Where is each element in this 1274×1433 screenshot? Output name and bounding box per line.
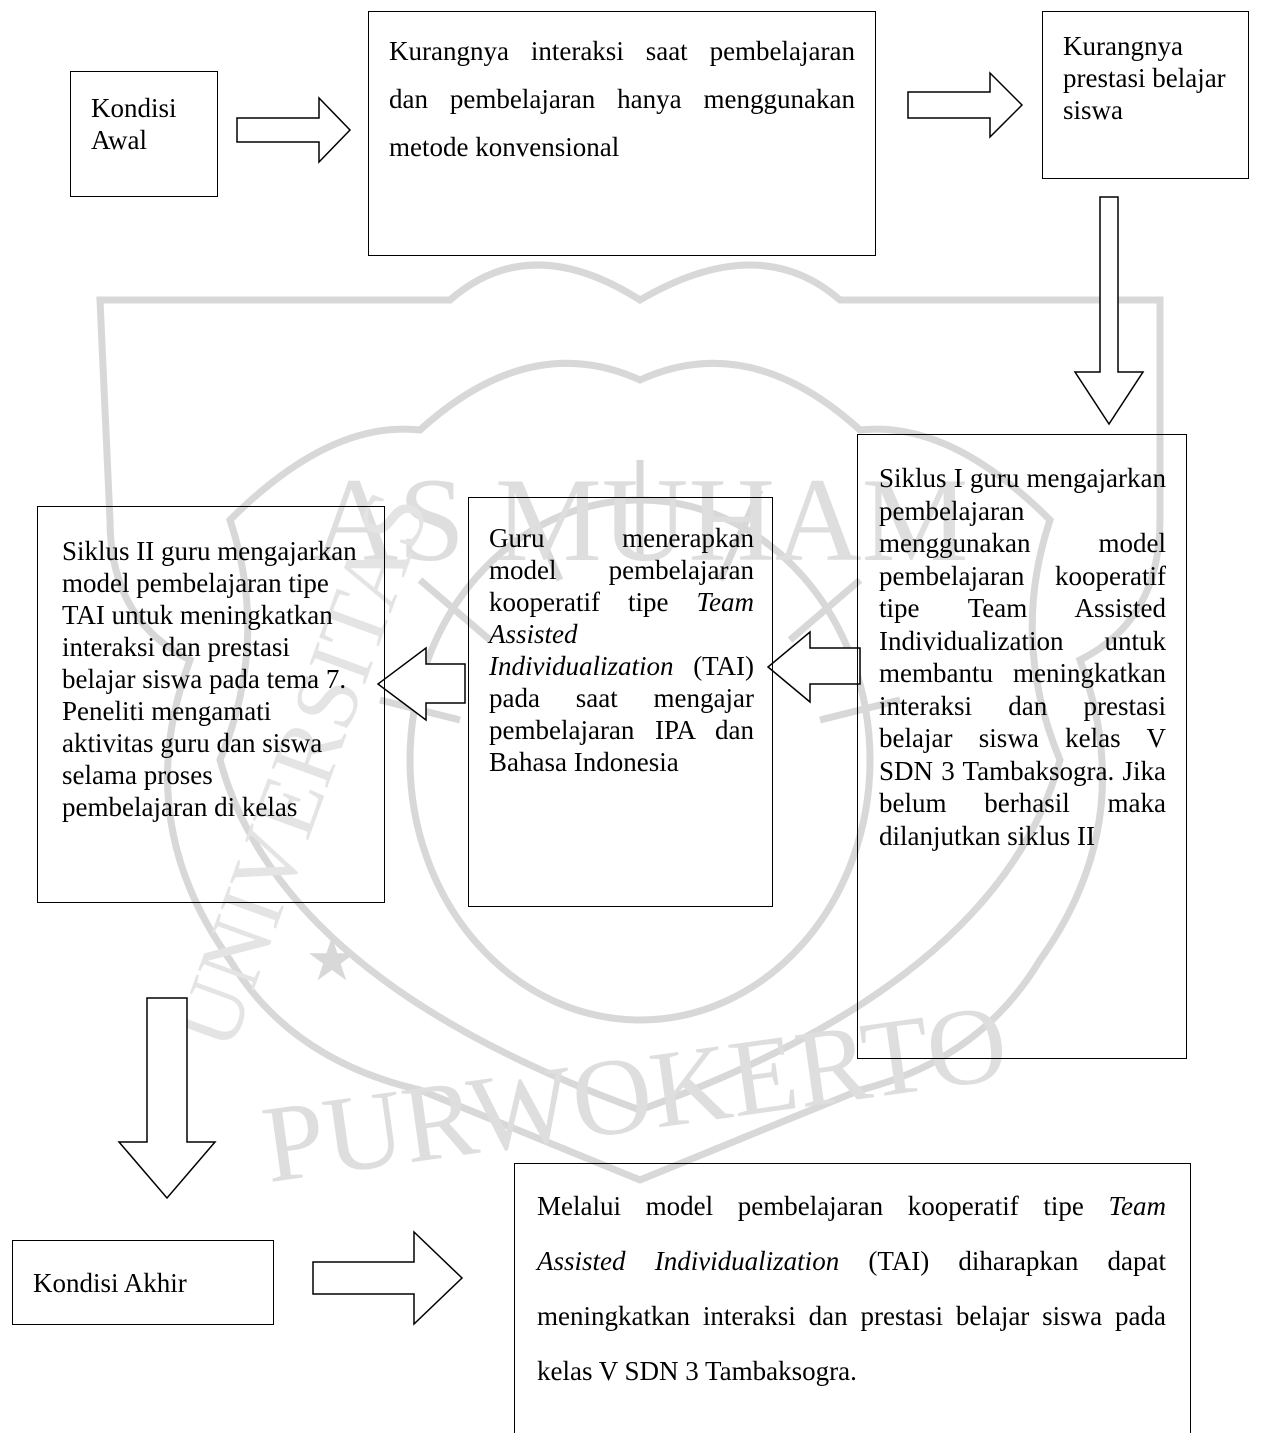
box-hasil: Melalui model pembelajaran kooperatif ti…: [514, 1163, 1191, 1433]
arrow-right-3-icon: [312, 1230, 464, 1326]
logo-inner-shield-icon: [216, 359, 1064, 1114]
watermark-star-icon: ★: [305, 925, 359, 995]
box-problem-achievement: Kurangnya prestasi belajar siswa: [1042, 11, 1249, 179]
box-problem-interaction: Kurangnya interaksi saat pembelajaran da…: [368, 11, 876, 256]
watermark-top-text: AS MUHAM: [312, 453, 969, 586]
problem-achievement-text: Kurangnya prestasi belajar siswa: [1063, 31, 1226, 125]
guru-menerapkan-text: Guru menerapkan model pembelajaran koope…: [489, 522, 754, 778]
logo-outer-shield-icon: [96, 261, 1164, 1184]
arrow-left-1-icon: [766, 630, 861, 704]
siklus-1-text: Siklus I guru mengajarkan pembelajaran m…: [879, 463, 1166, 851]
box-guru-menerapkan: Guru menerapkan model pembelajaran koope…: [468, 497, 773, 907]
arrow-left-2-icon: [376, 646, 466, 722]
hasil-italic: Team Assisted Individualization: [537, 1191, 1166, 1276]
logo-rays-icon: [379, 460, 901, 724]
guru-menerapkan-text-a: Guru menerapkan model pembelajaran koope…: [489, 523, 754, 617]
hasil-text: Melalui model pembelajaran kooperatif ti…: [537, 1179, 1166, 1399]
arrow-right-2-icon: [907, 71, 1024, 139]
guru-menerapkan-italic: Team Assisted Individualization: [489, 587, 754, 681]
hasil-text-b: (TAI) diharapkan dapat meningkatkan inte…: [537, 1246, 1167, 1386]
box-siklus-2: Siklus II guru mengajarkan model pembela…: [37, 506, 385, 903]
hasil-text-a: Melalui model pembelajaran kooperatif ti…: [537, 1191, 1109, 1221]
guru-menerapkan-text-b: (TAI) pada saat mengajar pembelajaran IP…: [489, 651, 754, 777]
siklus-2-text: Siklus II guru mengajarkan model pembela…: [62, 536, 357, 822]
kondisi-akhir-text: Kondisi Akhir: [33, 1268, 187, 1298]
box-siklus-1: Siklus I guru mengajarkan pembelajaran m…: [857, 434, 1187, 1059]
box-kondisi-akhir: Kondisi Akhir: [12, 1240, 274, 1325]
arrow-down-2-icon: [117, 997, 217, 1200]
kondisi-awal-text: Kondisi Awal: [91, 93, 177, 155]
arrow-down-1-icon: [1073, 196, 1145, 426]
box-kondisi-awal: Kondisi Awal: [70, 71, 218, 197]
arrow-right-1-icon: [236, 96, 352, 164]
problem-interaction-text: Kurangnya interaksi saat pembelajaran da…: [389, 36, 855, 162]
